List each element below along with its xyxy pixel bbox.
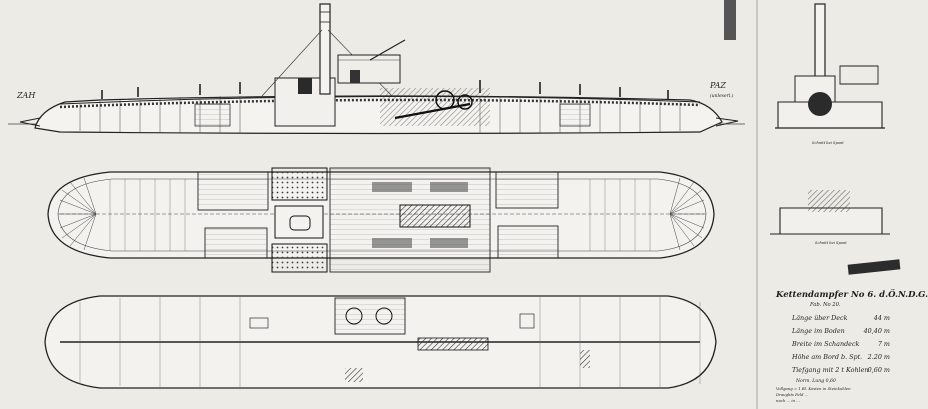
section-caption-2: Schnitt bei Spant [815, 241, 847, 245]
plan-subtitle: Fab. No 20. [810, 302, 841, 308]
section-funnel [814, 3, 826, 85]
plan-note: Vollgang = 1 Bl. Kosten in Steinkohlen [776, 386, 851, 391]
chain-boom [369, 39, 406, 61]
plan-title: Kettendampfer No 6. d.Ö.N.D.G. [776, 290, 928, 300]
spec-row: Länge über Deck 44 m [772, 314, 898, 326]
aft-cabin-top [197, 171, 269, 211]
plan-note: Norm. Lung 0,60 [796, 379, 836, 384]
hull-side [34, 95, 723, 135]
chain-machinery [380, 88, 490, 126]
stern-rudder [19, 117, 41, 127]
machinery-block [372, 182, 412, 192]
engine-flywheel [375, 307, 393, 325]
side-elevation: ZAH PAZ (unleserl.) [8, 3, 745, 135]
spec-label: Breite im Schandeck [792, 340, 860, 348]
machinery-block [430, 182, 468, 192]
fwd-cabin-top [495, 171, 559, 209]
machinery-block [430, 238, 468, 248]
bow-rudder [715, 117, 739, 127]
bow-submark: (unleserl.) [710, 92, 734, 99]
title-block: Kettendampfer No 6. d.Ö.N.D.G. Fab. No 2… [772, 290, 928, 408]
hold-plan [44, 295, 717, 389]
stern-mark: ZAH [16, 91, 36, 100]
wheelhouse-door [350, 70, 360, 83]
ship-plan-drawing: ZAH PAZ (unleserl.) [8, 0, 901, 409]
spec-label: Höhe am Bord b. Spt. [792, 353, 863, 361]
section-cabin-roof [839, 65, 879, 85]
hold-frame-lines [79, 296, 701, 388]
spec-value: 0,60 m [867, 366, 890, 374]
coal-bunker-top [271, 167, 328, 201]
chain-drums-plan [399, 204, 471, 228]
spec-value: 7 m [877, 340, 890, 348]
cross-section-1: Schnitt bei Spant [775, 3, 885, 145]
spec-label: Länge im Boden [792, 327, 845, 335]
cabin-window-block [194, 103, 231, 127]
chain-line [394, 102, 471, 120]
shaft-line [417, 337, 489, 351]
bilge-box [249, 317, 269, 329]
plan-note: Draughts Feld ... [776, 392, 809, 397]
funnel [319, 3, 331, 95]
engine-bed [334, 297, 406, 335]
spec-label: Länge über Deck [792, 314, 848, 322]
spec-label: Tiefgang mit 2 t Kohlen [792, 366, 869, 374]
deck-frame-lines [109, 179, 651, 251]
boiler-block [298, 78, 312, 94]
plan-note: nach ... in ... [776, 398, 800, 403]
section-machinery [808, 190, 850, 212]
bilge-box [519, 313, 535, 329]
section-caption-1: Schnitt bei Spant [812, 141, 844, 145]
funnel-stay [261, 29, 323, 97]
deck-plan [47, 167, 715, 273]
boiler-plan [274, 205, 324, 239]
wheelhouse [337, 54, 401, 84]
ladder [345, 368, 363, 382]
ladder-fwd [580, 350, 590, 368]
machinery-block [372, 238, 412, 248]
bow-mark: PAZ [709, 81, 726, 90]
aft-cabin-bottom [204, 227, 268, 259]
stern-radial-lines [58, 177, 97, 251]
engine-flywheel [345, 307, 363, 325]
cross-section-2: Schnitt bei Spant [770, 190, 890, 245]
spec-row: Höhe am Bord b. Spt. 2.20 m [772, 353, 898, 365]
section-boiler [808, 92, 832, 116]
paper-dark-strip [724, 0, 736, 40]
spec-row: Tiefgang mit 2 t Kohlen 0,60 m [772, 366, 898, 378]
spec-value: 40,40 m [863, 327, 890, 335]
spec-row: Breite im Schandeck 7 m [772, 340, 898, 352]
spec-value: 44 m [873, 314, 890, 322]
tape-strip [847, 259, 901, 275]
coal-bunker-bottom [271, 243, 328, 273]
chain-wheel [457, 94, 473, 110]
spec-value: 2.20 m [867, 353, 890, 361]
fwd-cabin-bottom [497, 225, 559, 259]
cabin-window-block-fwd [559, 103, 591, 127]
spec-row: Länge im Boden 40,40 m [772, 327, 898, 339]
